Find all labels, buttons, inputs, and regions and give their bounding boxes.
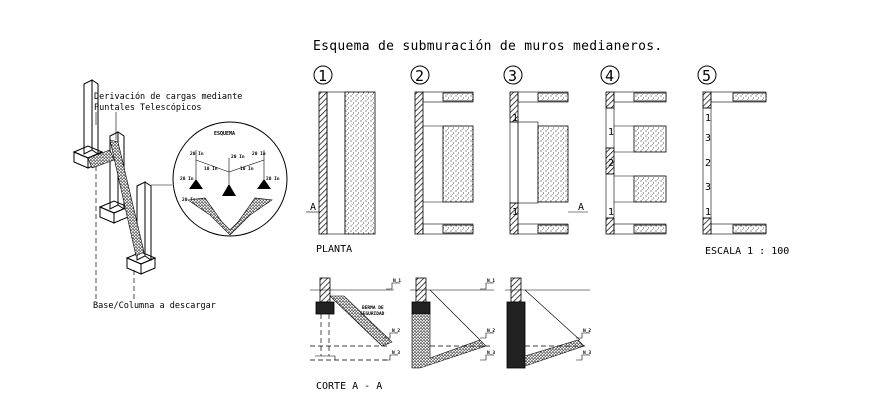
section-label: CORTE A - A [316, 381, 382, 392]
svg-text:N_3: N_3 [487, 350, 495, 356]
svg-text:1: 1 [512, 207, 518, 218]
svg-text:20 In: 20 In [180, 176, 194, 182]
svg-text:N_2: N_2 [487, 328, 495, 334]
svg-text:SEGURIDAD: SEGURIDAD [360, 311, 385, 317]
svg-text:20 In: 20 In [266, 176, 280, 182]
svg-text:1: 1 [705, 207, 711, 218]
svg-text:1: 1 [608, 127, 614, 138]
svg-text:BERMA DE: BERMA DE [362, 305, 384, 311]
plan-stage-5: 1 3 2 3 1 [702, 91, 767, 235]
scale-label: ESCALA 1 : 100 [705, 246, 789, 257]
stage-markers: 1 2 3 4 5 [313, 65, 717, 85]
svg-text:10 In: 10 In [240, 166, 254, 172]
svg-text:10 In: 10 In [204, 166, 218, 172]
svg-text:3: 3 [705, 133, 711, 144]
plan-label: PLANTA [316, 244, 352, 255]
svg-text:20 In: 20 In [231, 154, 245, 160]
svg-text:N_2: N_2 [583, 328, 591, 334]
svg-text:N_2: N_2 [392, 328, 400, 334]
stage-number: 3 [508, 67, 517, 85]
stage-number: 5 [702, 67, 711, 85]
stage-number: 1 [318, 67, 327, 85]
svg-text:2: 2 [608, 158, 614, 169]
shore-strut-upper [87, 149, 115, 169]
svg-text:N_3: N_3 [392, 350, 400, 356]
diagram-title: Esquema de submuración de muros medianer… [313, 39, 662, 54]
svg-text:1: 1 [512, 113, 518, 124]
stage-number: 2 [415, 67, 424, 85]
svg-text:N_3: N_3 [583, 350, 591, 356]
svg-text:20 In: 20 In [190, 151, 204, 157]
column-top [72, 79, 104, 169]
svg-text:N_1: N_1 [393, 278, 401, 284]
plan-stage-2 [414, 91, 474, 235]
section-a-2: N_1 N_2 N_3 [410, 277, 495, 369]
svg-text:2: 2 [705, 158, 711, 169]
column-middle [98, 131, 130, 224]
svg-text:1: 1 [705, 113, 711, 124]
shoring-note-line1: Derivación de cargas mediante [94, 91, 242, 102]
svg-text:1: 1 [608, 207, 614, 218]
section-a-1: BERMA DE SEGURIDAD N_1 N_2 N_3 [310, 277, 401, 361]
svg-text:3: 3 [705, 182, 711, 193]
left-isometric-panel: Derivación de cargas mediante Puntales T… [72, 79, 242, 311]
plan-stage-4: 1 2 1 [605, 91, 667, 235]
svg-text:N_1: N_1 [487, 278, 495, 284]
stage-number: 4 [605, 67, 614, 85]
base-note: Base/Columna a descargar [93, 301, 216, 311]
svg-text:20 In: 20 In [252, 151, 266, 157]
shore-strut-lower [109, 139, 145, 257]
section-a-3: N_2 N_3 [505, 277, 591, 369]
section-marker: A [310, 202, 316, 213]
detail-title: ESQUEMA [214, 131, 235, 137]
plan-stage-1: A [306, 91, 376, 235]
plan-stage-3: 1 1 A [509, 91, 588, 235]
section-marker: A [578, 202, 584, 213]
detail-circle-esquema: ESQUEMA 20 In 20 In 20 In 20 In 20 In 20… [172, 121, 288, 237]
shoring-note-line2: Puntales Telescópicos [94, 102, 201, 113]
